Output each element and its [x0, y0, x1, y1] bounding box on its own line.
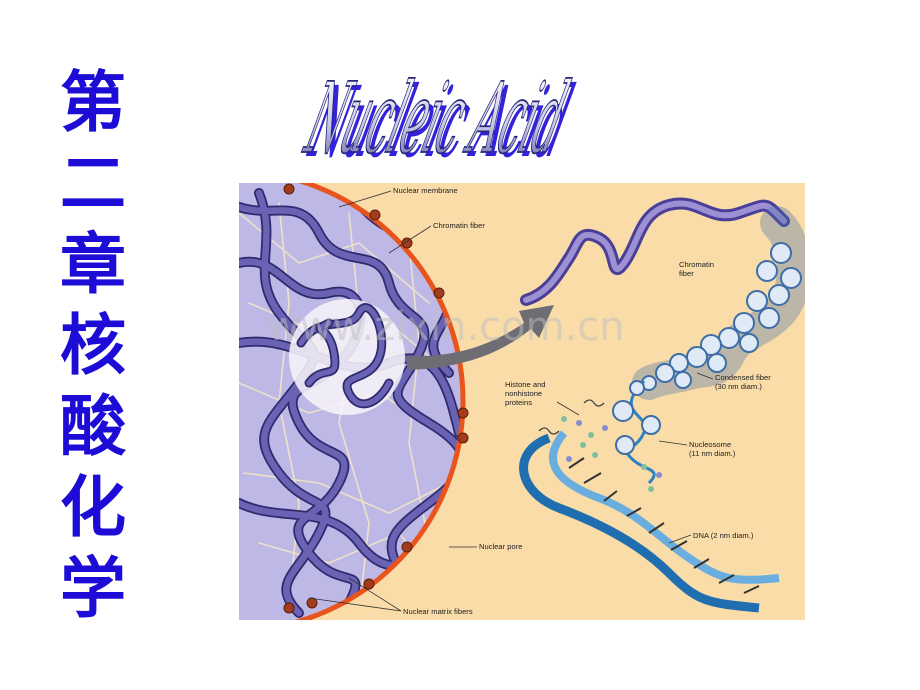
label-nuclear-membrane: Nuclear membrane: [393, 186, 458, 195]
chapter-char: 化: [60, 469, 126, 546]
chapter-char: 第: [60, 64, 126, 141]
chapter-char: 二: [60, 145, 126, 222]
chapter-title: 第 二 章 核 酸 化 学: [52, 62, 134, 629]
label-nuclear-pore: Nuclear pore: [479, 542, 522, 551]
chapter-char: 学: [60, 550, 126, 627]
label-condensed-fiber: Condensed fiber: [715, 373, 771, 382]
chapter-char: 章: [60, 226, 126, 303]
label-chromatin-fiber-right: fiber: [679, 269, 694, 278]
label-histone: Histone and: [505, 380, 546, 389]
label-nuclear-matrix: Nuclear matrix fibers: [403, 607, 473, 616]
nuclear-pores: [283, 183, 469, 614]
label-histone: nonhistone: [505, 389, 542, 398]
watermark: www.zixin.com.cn: [267, 304, 625, 350]
label-condensed-fiber: (30 nm diam.): [715, 382, 762, 391]
nucleosome-beads: [612, 380, 661, 455]
nuclear-membrane: [294, 183, 466, 620]
label-chromatin-fiber-left: Chromatin fiber: [433, 221, 485, 230]
label-dna: DNA (2 nm diam.): [693, 531, 754, 540]
label-histone: proteins: [505, 398, 532, 407]
nucleosome-beads-condensed: [641, 242, 802, 391]
chapter-char: 酸: [60, 388, 126, 465]
label-nucleosome: (11 nm diam.): [689, 449, 736, 458]
heading-shadow: Nucleic Acid: [298, 67, 582, 168]
chromatin-illustration: www.zixin.com.cn Nuclear membrane Chroma…: [239, 183, 805, 620]
leader-lines: [308, 190, 714, 612]
zoom-arrow: [407, 305, 554, 370]
label-chromatin-fiber-right: Chromatin: [679, 260, 714, 269]
label-nucleosome: Nucleosome: [689, 440, 731, 449]
chapter-char: 核: [60, 307, 126, 384]
slide-heading: Nucleic Acid Nucleic Acid: [296, 63, 583, 168]
dna-helix: [519, 430, 780, 613]
heading-text: Nucleic Acid: [296, 63, 578, 168]
